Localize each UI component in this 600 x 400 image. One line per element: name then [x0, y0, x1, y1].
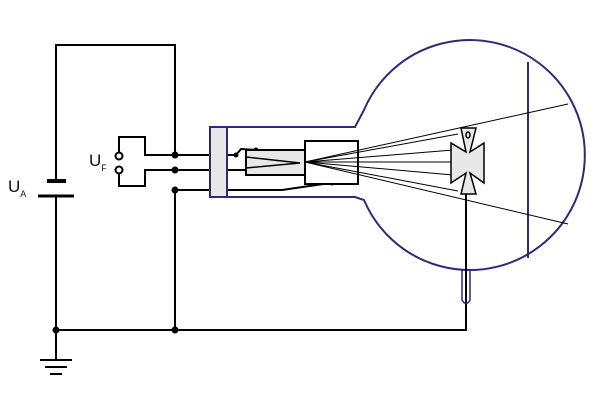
cross-support	[461, 194, 471, 305]
filament-terminal-top[interactable]	[114, 151, 124, 161]
glass-envelope	[210, 39, 586, 271]
battery-lower-wire	[55, 197, 467, 331]
anode-voltage-symbol: U	[8, 177, 21, 196]
electron-rays	[304, 103, 569, 225]
battery	[38, 179, 74, 198]
maltese-cross	[450, 127, 485, 195]
filament-terminal-bottom[interactable]	[114, 165, 124, 175]
filament-voltage-symbol: U	[89, 151, 102, 170]
filament	[245, 156, 301, 169]
ground-symbol	[40, 359, 72, 375]
filament-voltage-subscript: F	[101, 163, 107, 173]
neck-plate	[209, 126, 228, 198]
anode-voltage-label: UA	[8, 177, 26, 199]
filament-voltage-label: UF	[89, 151, 107, 173]
tube	[209, 39, 586, 271]
filament-lower-loop	[118, 169, 246, 187]
terminals	[114, 151, 124, 175]
wires	[55, 44, 467, 360]
top-wire	[55, 44, 176, 181]
anode-voltage-subscript: A	[20, 189, 27, 199]
cathode	[245, 149, 306, 176]
